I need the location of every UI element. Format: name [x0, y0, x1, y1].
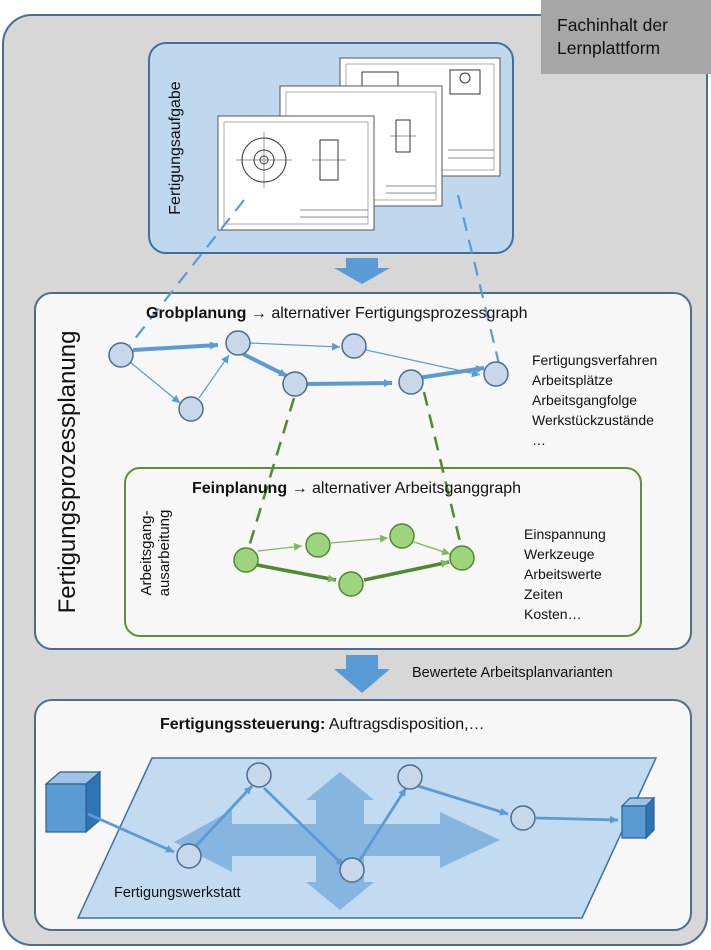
- fein-title: Feinplanung → alternativer Arbeitsganggr…: [192, 480, 521, 498]
- grob-graph-nodes: [108, 330, 509, 422]
- grob-attribute: Fertigungsverfahren: [532, 352, 658, 368]
- grob-title-rest: alternativer Fertigungsprozessgraph: [271, 305, 528, 322]
- corner-label-line-2: Lernplattform: [557, 38, 661, 58]
- grob-attribute-list: Fertigungsverfahren Arbeitsplätze Arbeit…: [532, 350, 657, 450]
- down-arrow-1: [334, 258, 390, 284]
- drawing-sheet-front: [217, 115, 375, 231]
- projection-lines-blue: [129, 194, 502, 369]
- control-title-bold: Fertigungssteuerung:: [160, 716, 326, 733]
- grob-graph-edges: [129, 341, 485, 404]
- grob-attribute: Arbeitsgangfolge: [532, 392, 638, 408]
- planning-side-label: Fertigungsprozessplanung: [54, 330, 81, 614]
- material-flow-shape: [174, 772, 500, 910]
- fein-attribute: Zeiten: [524, 586, 563, 602]
- output-cube-icon: [620, 796, 656, 840]
- grob-attribute: Werkstückzustände: [532, 412, 654, 428]
- workshop-label: Fertigungswerkstatt: [114, 885, 241, 901]
- fine-side-label-line-1: Arbeitsgang-: [138, 510, 155, 596]
- input-cube-icon: [44, 770, 102, 834]
- fein-title-rest: alternativer Arbeitsganggraph: [312, 480, 522, 497]
- grob-attribute: Arbeitsplätze: [532, 372, 613, 388]
- fine-side-label: Arbeitsgang- ausarbeitung: [138, 510, 174, 597]
- fein-attribute: Werkzeuge: [524, 546, 595, 562]
- fine-side-label-line-2: ausarbeitung: [156, 509, 173, 597]
- fine-planning-panel: [124, 467, 642, 637]
- arrow-symbol: →: [291, 480, 308, 497]
- fein-graph-nodes: [233, 523, 475, 597]
- grob-title-bold: Grobplanung: [146, 305, 247, 322]
- corner-label-line-1: Fachinhalt der: [557, 15, 668, 35]
- workshop-nodes: [176, 762, 536, 883]
- task-label: Fertigungsaufgabe: [167, 81, 184, 215]
- workshop-path-edges: [87, 784, 619, 868]
- fein-attribute: Arbeitswerte: [524, 566, 602, 582]
- fein-graph-edges: [256, 534, 451, 583]
- fein-attribute: Kosten…: [524, 606, 582, 622]
- evaluated-plan-variants-label: Bewertete Arbeitsplanvarianten: [412, 665, 613, 681]
- control-title-rest: Auftragsdisposition,…: [328, 716, 485, 733]
- projection-lines-green: [246, 391, 464, 551]
- control-title: Fertigungssteuerung: Auftragsdisposition…: [160, 716, 485, 734]
- fein-attribute: Einspannung: [524, 526, 606, 542]
- fein-title-bold: Feinplanung: [192, 480, 288, 497]
- arrow-symbol: →: [250, 305, 267, 322]
- down-arrow-2: [334, 655, 390, 693]
- grob-title: Grobplanung → alternativer Fertigungspro…: [146, 305, 527, 323]
- corner-label: Fachinhalt der Lernplattform: [541, 0, 711, 74]
- fein-attribute-list: Einspannung Werkzeuge Arbeitswerte Zeite…: [524, 524, 606, 624]
- grob-attribute: …: [532, 432, 546, 448]
